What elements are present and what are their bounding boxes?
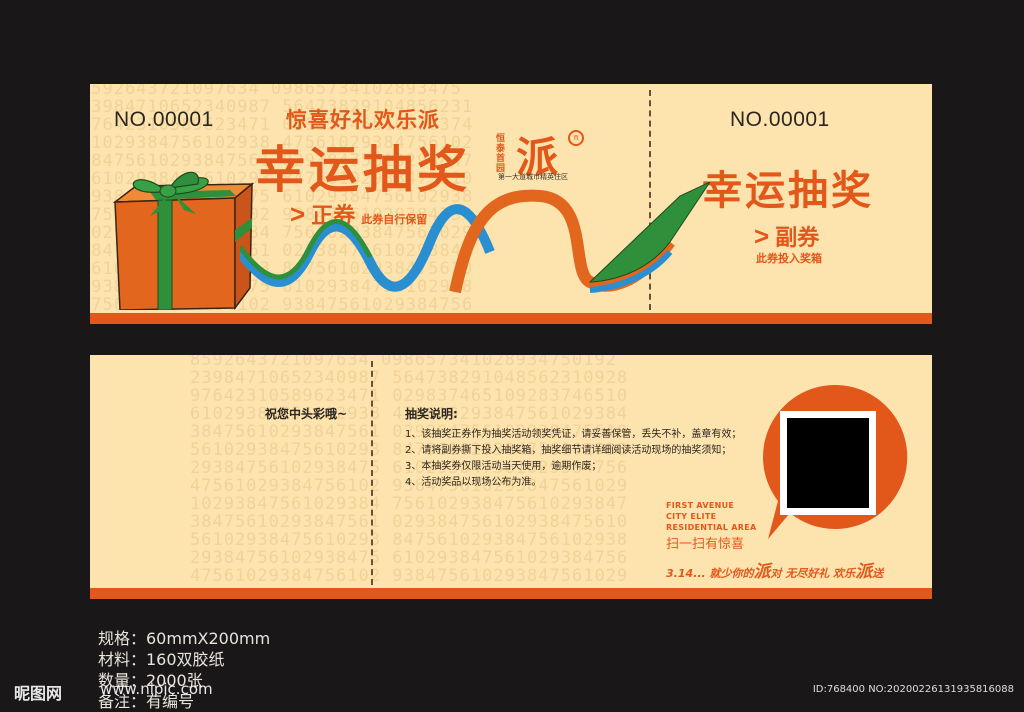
bottom-band bbox=[90, 588, 932, 599]
chevron-right-icon: > bbox=[290, 199, 306, 229]
tagline: 3.14... 就少你的派对 无尽好礼 欢乐派送 bbox=[666, 562, 884, 582]
watermark-id: ID:768400 NO:20200226131935816088 bbox=[812, 684, 1014, 695]
ticket-front: 8592643721097634 09865734102893475 23984… bbox=[90, 84, 932, 324]
english-tagline: FIRST AVENUE CITY ELITE RESIDENTIAL AREA bbox=[666, 501, 757, 532]
rule-item: 3、本抽奖券仅限活动当天使用，逾期作废； bbox=[405, 461, 602, 472]
brand-logo-char: 派 bbox=[516, 136, 559, 182]
gift-box-icon bbox=[112, 171, 255, 310]
stub-coupon-note: 此券投入奖箱 bbox=[756, 252, 822, 265]
rule-item: 2、请将副券撕下投入抽奖箱，抽奖细节请详细阅读活动现场的抽奖须知； bbox=[405, 445, 732, 456]
stub-coupon-label: > 副券 bbox=[754, 220, 819, 252]
main-coupon-note: 此券自行保留 bbox=[361, 213, 428, 226]
spec-size: 规格：60mmX200mm bbox=[98, 629, 271, 648]
brand-vertical-text: 恒泰首园 bbox=[496, 134, 506, 174]
title-main: 幸运抽奖 bbox=[255, 142, 471, 198]
qr-code-placeholder bbox=[780, 411, 876, 515]
rule-item: 1、该抽奖正券作为抽奖活动领奖凭证，请妥善保管，丢失不补，盖章有效； bbox=[405, 429, 742, 440]
scan-text: 扫一扫有惊喜 bbox=[666, 537, 745, 552]
bottom-band bbox=[90, 313, 932, 324]
perforation-line bbox=[649, 90, 651, 310]
rules-list: 1、该抽奖正券作为抽奖活动领奖凭证，请妥善保管，丢失不补，盖章有效； 2、请将副… bbox=[405, 427, 741, 491]
slogan: 惊喜好礼欢乐派 bbox=[286, 109, 440, 132]
stub-coupon-title: 副券 bbox=[775, 225, 820, 250]
title-stub: 幸运抽奖 bbox=[702, 169, 874, 213]
brand-pi-icon: π bbox=[568, 130, 584, 146]
rule-item: 4、活动奖品以现场公布为准。 bbox=[405, 477, 542, 488]
chevron-right-icon: > bbox=[754, 221, 770, 251]
spec-material: 材料：160双胶纸 bbox=[98, 650, 225, 669]
perforation-line bbox=[371, 361, 373, 585]
rules-title: 抽奖说明: bbox=[405, 407, 458, 421]
watermark-site: 昵图网 bbox=[14, 684, 63, 703]
print-specs: 规格：60mmX200mm 材料：160双胶纸 数量：2000张 备注：有编号 bbox=[98, 628, 270, 712]
watermark-url: www.nipic.com bbox=[100, 680, 213, 698]
serial-number-main: NO.00001 bbox=[114, 108, 214, 131]
brand-subtext: 第一大道城市精英住区 bbox=[498, 173, 568, 181]
main-coupon-label: > 正券 此券自行保留 bbox=[290, 198, 427, 230]
serial-number-stub: NO.00001 bbox=[730, 108, 830, 131]
wish-text: 祝您中头彩哦~ bbox=[265, 407, 348, 421]
spec-note: 备注：有编号 bbox=[98, 692, 195, 711]
brand-logo: 恒泰首园 派 π 第一大道城市精英住区 bbox=[496, 130, 586, 186]
ribbon-decoration bbox=[240, 182, 710, 294]
ticket-back: 8592643721097634 098657341028934750192 2… bbox=[90, 355, 932, 599]
spec-quantity: 数量：2000张 bbox=[98, 671, 203, 690]
